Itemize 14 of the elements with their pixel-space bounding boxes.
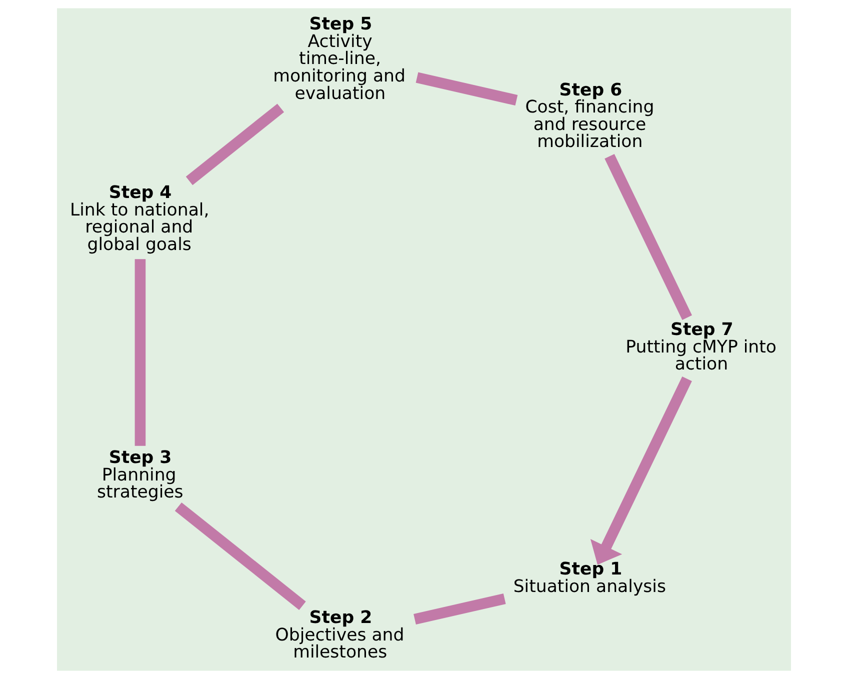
node-text: Step 6 Cost, financing and resource mobilization [525, 80, 654, 152]
node-text: Step 4 Link to national, regional and global goals [70, 183, 210, 255]
connector [416, 72, 518, 106]
node-text: Step 1 Situation analysis [513, 560, 666, 597]
connector [604, 154, 692, 320]
arrow [590, 376, 692, 565]
connector [174, 502, 306, 610]
connector [134, 259, 146, 446]
node-text: Step 2 Objectives and milestones [275, 608, 404, 663]
node-text: Step 5 Activity time-line, monitoring and evaluation [273, 14, 406, 104]
connector [186, 104, 284, 186]
node-text: Step 3 Planning strategies [96, 448, 184, 503]
connector [414, 594, 506, 625]
node-text: Step 7 Putting cMYP into action [626, 320, 776, 375]
